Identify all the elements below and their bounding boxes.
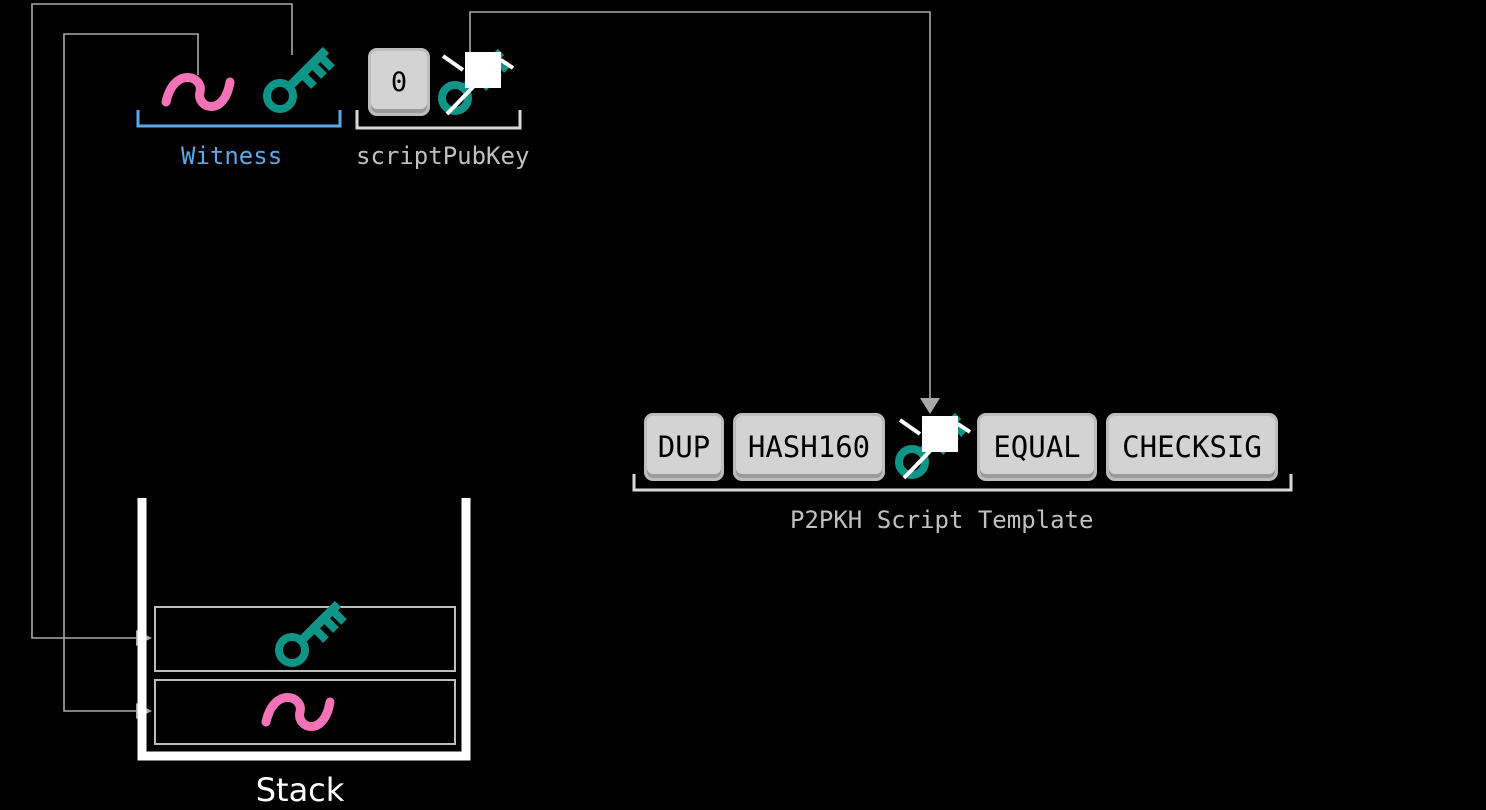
connector-hash-to-template	[469, 11, 940, 414]
op-dup: DUP	[644, 413, 724, 481]
connector-signature-to-stack	[63, 33, 199, 719]
op-checksig: CHECKSIG	[1106, 413, 1278, 481]
template-public-key-hash-icon	[899, 416, 970, 478]
witness-group	[136, 50, 342, 128]
scriptpubkey-bracket	[355, 110, 522, 130]
scriptpubkey-group	[355, 52, 522, 130]
stack	[137, 498, 471, 761]
public-key-hash-icon	[442, 52, 513, 114]
stack-container	[137, 498, 471, 761]
stack-slot-public-key	[154, 606, 456, 672]
public-key-icon	[267, 50, 332, 109]
template-bracket	[632, 474, 1293, 492]
op-equal: EQUAL	[977, 413, 1097, 481]
stack-slot-signature	[154, 679, 456, 745]
template-label: P2PKH Script Template	[790, 506, 1094, 534]
signature-icon	[166, 78, 230, 107]
witness-bracket	[136, 110, 342, 128]
stack-public-key-icon	[279, 604, 344, 663]
witness-label: Witness	[181, 142, 283, 170]
stack-signature-icon	[266, 698, 330, 727]
op-hash160: HASH160	[733, 413, 885, 481]
version-zero-box: 0	[368, 48, 430, 116]
stack-label: Stack	[255, 771, 345, 809]
scriptpubkey-label: scriptPubKey	[356, 142, 530, 170]
